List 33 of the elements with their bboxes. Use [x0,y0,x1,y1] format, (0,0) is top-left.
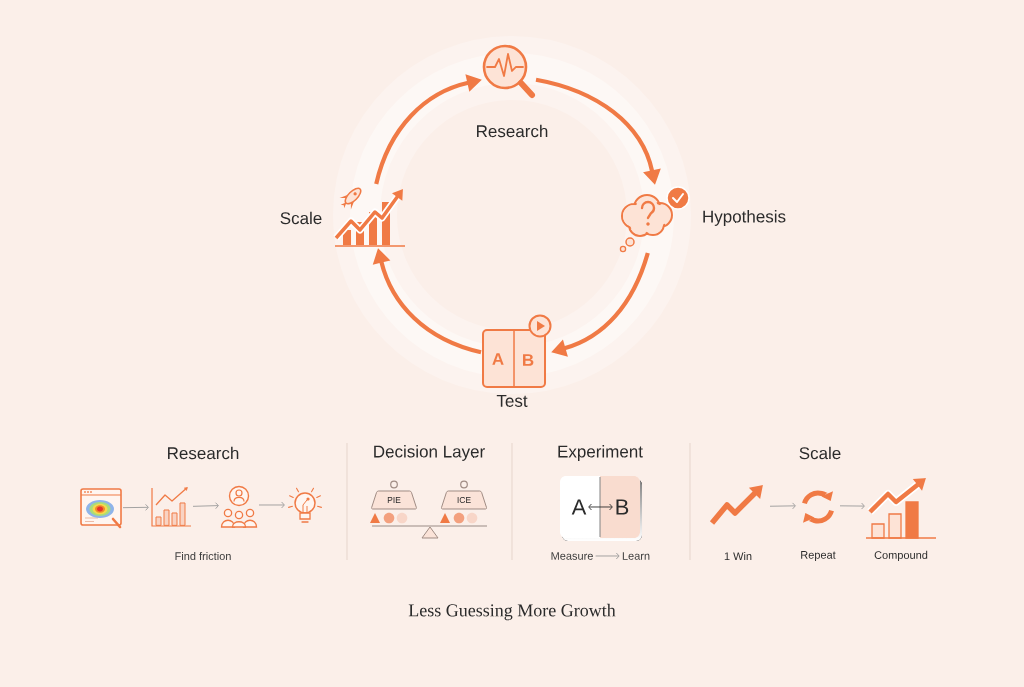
step-caption: 1 Win [724,552,752,560]
step-label: Scale [280,211,322,225]
double-arrow [588,503,613,511]
step-caption: Repeat [801,551,836,561]
split-card [560,476,642,541]
heatmap-icon [80,488,122,529]
step-label: Test [496,395,528,407]
section-heading: Research [168,446,239,460]
people-icon [220,485,258,528]
step-caption: Compound [874,550,928,562]
section-heading: Scale [799,446,841,460]
arrow [769,502,796,510]
bar-chart-icon [151,487,192,527]
arrow [595,552,620,560]
kettlebell-weight: PIE [371,480,417,510]
step-caption: Measure [551,552,593,560]
arrow [258,501,285,509]
arrow [122,503,149,511]
variant-letter: B [616,499,629,515]
lightbulb-icon [288,487,322,523]
section-caption: Find friction [175,551,231,561]
step-caption: Learn [622,552,650,560]
section-heading: Experiment [558,445,643,461]
caption: Less Guessing More Growth [408,603,616,621]
icon-letter: A [492,353,504,365]
kettlebell-weight: ICE [440,480,488,510]
icon-letter: B [523,354,534,366]
section-heading: Decision Layer [374,445,485,461]
arrow [839,502,865,510]
step-label: Hypothesis [703,210,786,226]
variant-letter: A [571,499,587,515]
arrow [192,502,219,510]
step-label: Research [477,124,548,138]
